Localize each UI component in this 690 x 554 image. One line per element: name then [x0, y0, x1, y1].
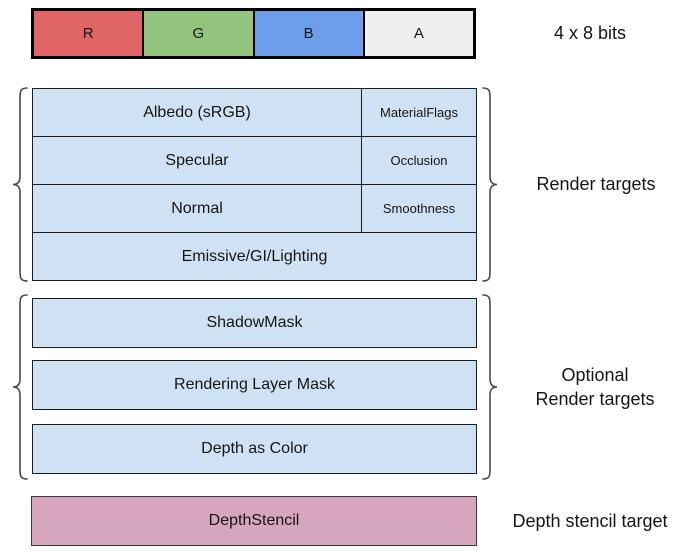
render-target-main-label: Emissive/GI/Lighting: [181, 247, 328, 265]
rgba-bit-bar: R G B A: [31, 8, 476, 59]
render-target-row-emissive: Emissive/GI/Lighting: [33, 232, 476, 280]
render-target-row-albedo: Albedo (sRGB) MaterialFlags: [33, 89, 476, 136]
optional-target-box-depth-as-color: Depth as Color: [32, 424, 477, 474]
render-target-alpha-label: Occlusion: [361, 137, 476, 184]
rgba-cell-r-label: R: [82, 25, 94, 42]
render-target-row-normal: Normal Smoothness: [33, 184, 476, 232]
render-target-alpha-label: Smoothness: [361, 185, 476, 232]
render-target-main-label: Specular: [165, 151, 229, 169]
optional-targets-caption-line2: Render targets: [535, 389, 655, 409]
rgba-cell-b: B: [252, 11, 363, 56]
rgba-cell-a-label: A: [413, 25, 424, 42]
optional-target-box-shadowmask: ShadowMask: [32, 298, 477, 348]
optional-targets-caption: Optional Render targets: [500, 293, 690, 481]
rgba-cell-a: A: [362, 11, 473, 56]
render-target-alpha-label: MaterialFlags: [361, 89, 476, 136]
right-brace-render-targets: [482, 87, 498, 282]
rgba-cell-b-label: B: [303, 25, 314, 42]
rgba-cell-r: R: [34, 11, 143, 56]
bits-caption: 4 x 8 bits: [553, 23, 627, 44]
depth-stencil-caption: Depth stencil target: [512, 510, 668, 531]
depth-stencil-box: DepthStencil: [31, 496, 477, 546]
optional-target-box-rendering-layer-mask: Rendering Layer Mask: [32, 360, 477, 410]
left-brace-render-targets: [12, 87, 28, 282]
render-targets-caption: Render targets: [536, 174, 656, 195]
render-target-main-label: Albedo (sRGB): [143, 103, 251, 121]
optional-targets-caption-line1: Optional: [561, 364, 629, 385]
left-brace-optional-targets: [12, 294, 28, 480]
render-targets-table: Albedo (sRGB) MaterialFlags Specular Occ…: [32, 88, 477, 281]
render-target-main-label: Normal: [171, 199, 223, 217]
render-target-row-specular: Specular Occlusion: [33, 136, 476, 184]
rgba-cell-g-label: G: [192, 25, 205, 42]
rgba-cell-g: G: [142, 11, 253, 56]
right-brace-optional-targets: [482, 294, 498, 480]
